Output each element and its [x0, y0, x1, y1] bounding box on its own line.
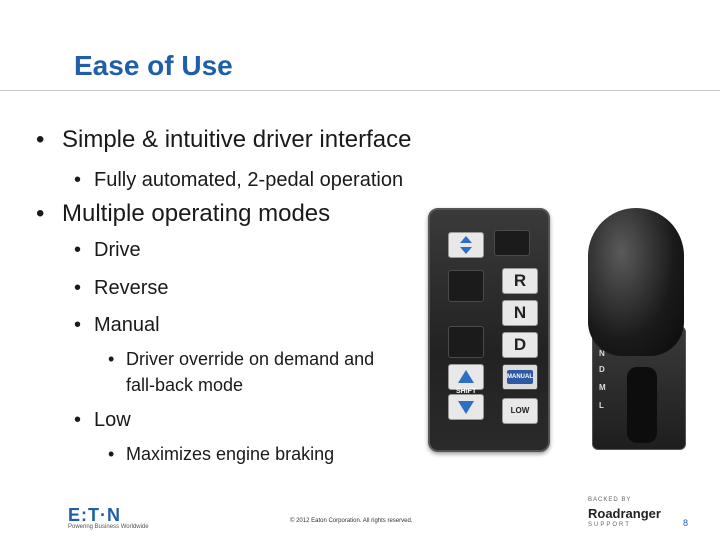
- arrow-up-icon: [458, 370, 474, 383]
- bullet-text: Drive: [94, 239, 141, 261]
- gear-label: M: [599, 383, 606, 392]
- copyright-text: © 2012 Eaton Corporation. All rights res…: [290, 518, 413, 524]
- bullet-text: Driver override on demand and fall-back …: [126, 349, 375, 395]
- shifter-handle: [588, 208, 684, 356]
- blank-key: [494, 230, 530, 256]
- shift-down-key: [448, 394, 484, 420]
- manual-key: MANUAL: [502, 364, 538, 390]
- title-bar: Ease of Use: [0, 40, 720, 91]
- eaton-tagline: Powering Business Worldwide: [68, 524, 149, 530]
- eaton-logo: E:T·N: [68, 505, 121, 525]
- bullet-level3: • Driver override on demand and fall-bac…: [108, 346, 408, 398]
- backed-by-text: BACKED BY: [588, 497, 632, 503]
- up-down-arrow-icon: [460, 236, 472, 254]
- bullet-text: Manual: [94, 314, 160, 336]
- shift-label: SHIFT: [456, 388, 477, 395]
- blank-key: [448, 326, 484, 358]
- bullet-text: Low: [94, 409, 131, 431]
- bullet-level2: • Reverse: [74, 277, 169, 299]
- gear-label: L: [599, 401, 604, 410]
- bullet-level2: • Low: [74, 409, 131, 431]
- shifter-slot: [627, 367, 657, 443]
- neutral-key: N: [502, 300, 538, 326]
- page-number: 8: [683, 518, 689, 528]
- drive-key: D: [502, 332, 538, 358]
- bullet-level2: • Drive: [74, 239, 141, 261]
- bullet-text: Simple & intuitive driver interface: [62, 126, 412, 153]
- low-key: LOW: [502, 398, 538, 424]
- bullet-text: Multiple operating modes: [62, 200, 331, 227]
- shift-lever-image: R N D M L: [580, 208, 692, 450]
- bullet-level1: • Multiple operating modes: [36, 200, 331, 227]
- bullet-level1: • Simple & intuitive driver interface: [36, 126, 412, 153]
- bullet-text: Fully automated, 2-pedal operation: [94, 169, 404, 191]
- bullet-text: Maximizes engine braking: [126, 444, 335, 464]
- bullet-text: Reverse: [94, 277, 169, 299]
- arrow-down-icon: [458, 401, 474, 414]
- slide-title: Ease of Use: [74, 50, 233, 81]
- shift-keypad-image: R N D SHIFT MANUAL LOW: [428, 208, 550, 452]
- reverse-key: R: [502, 268, 538, 294]
- bullet-level2: • Fully automated, 2-pedal operation: [74, 169, 404, 191]
- bullet-level2: • Manual: [74, 314, 160, 336]
- gear-label: N: [599, 349, 605, 358]
- bullet-level3: • Maximizes engine braking: [108, 444, 335, 464]
- shift-up-key: [448, 364, 484, 390]
- support-text: SUPPORT: [588, 522, 631, 528]
- blank-key: [448, 270, 484, 302]
- roadranger-logo: Roadranger: [588, 506, 661, 521]
- up-down-key: [448, 232, 484, 258]
- gear-label: D: [599, 365, 605, 374]
